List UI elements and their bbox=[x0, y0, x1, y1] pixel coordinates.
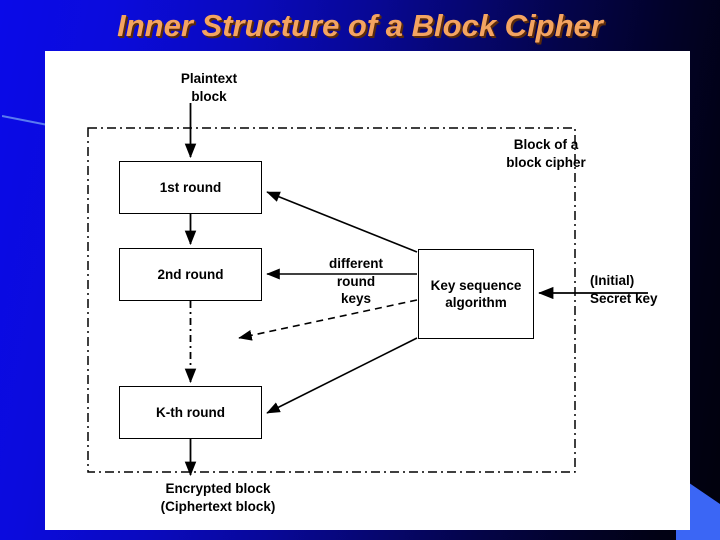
label-initial-secret-key: (Initial) Secret key bbox=[590, 273, 658, 306]
arrow-keyalg-to-round1 bbox=[266, 191, 418, 253]
label-block-of-a-block-cipher: Block of a block cipher bbox=[506, 137, 586, 170]
arrow-keyalg-to-roundk bbox=[266, 337, 418, 414]
slide-title: Inner Structure of a Block Cipher bbox=[117, 8, 603, 43]
block-cipher-diagram: 1st round 2nd round K-th round Key seque… bbox=[45, 51, 690, 530]
label-different-round-keys: different round keys bbox=[329, 256, 383, 307]
diagram-connectors bbox=[87, 103, 648, 477]
box-second-round[interactable]: 2nd round bbox=[119, 248, 262, 301]
arrow-keyalg-to-omitted-rounds bbox=[238, 299, 418, 341]
box-key-sequence-algorithm[interactable]: Key sequence algorithm bbox=[418, 249, 534, 339]
accent-streak-decoration bbox=[2, 114, 48, 126]
label-encrypted-ciphertext-block: Encrypted block (Ciphertext block) bbox=[160, 481, 276, 514]
content-panel: 1st round 2nd round K-th round Key seque… bbox=[45, 51, 690, 530]
label-plaintext-block: Plaintext block bbox=[180, 71, 238, 104]
box-kth-round[interactable]: K-th round bbox=[119, 386, 262, 439]
block-cipher-boundary bbox=[87, 127, 576, 473]
box-first-round[interactable]: 1st round bbox=[119, 161, 262, 214]
